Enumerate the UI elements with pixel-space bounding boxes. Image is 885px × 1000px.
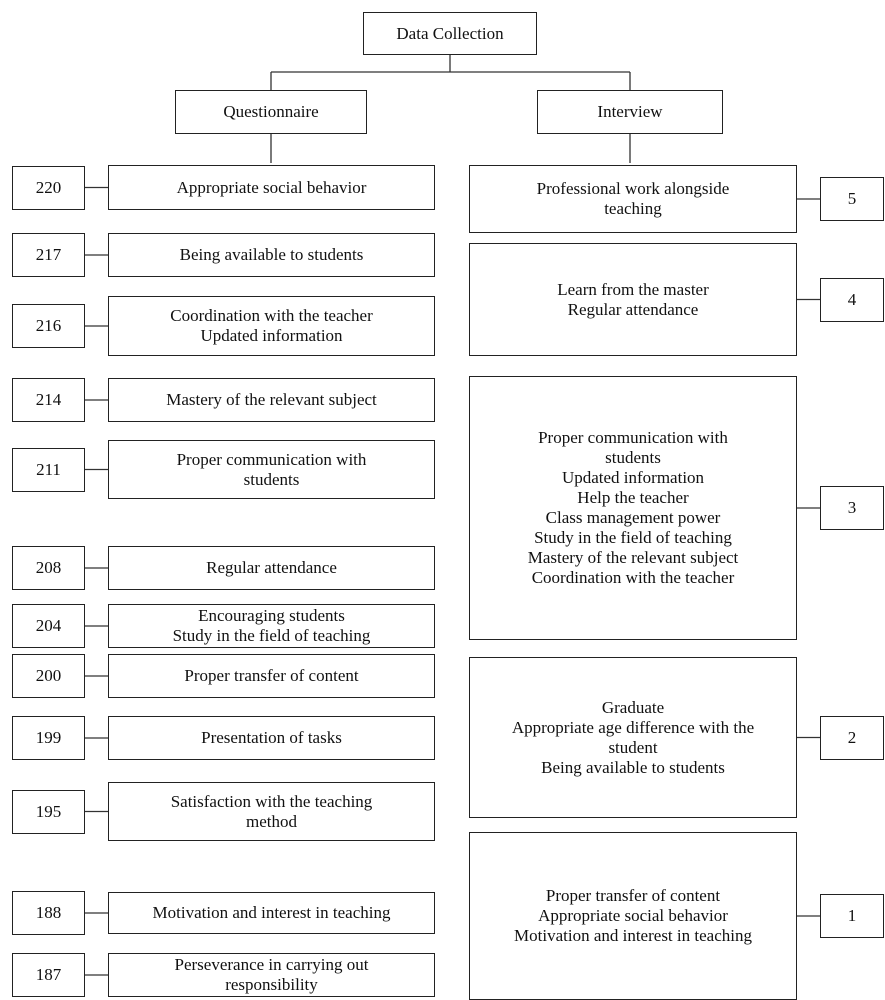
- interview-criteria-4: Graduate Appropriate age difference with…: [469, 657, 797, 818]
- interview-criteria-3: Proper communication with students Updat…: [469, 376, 797, 640]
- questionnaire-score-5: 211: [12, 447, 85, 492]
- questionnaire-score-12: 187: [12, 953, 85, 997]
- interview-criteria-2: Learn from the master Regular attendance: [469, 243, 797, 356]
- questionnaire-node: Questionnaire: [175, 90, 367, 134]
- questionnaire-score-6: 208: [12, 546, 85, 590]
- questionnaire-score-3: 216: [12, 304, 85, 348]
- questionnaire-score-1: 220: [12, 165, 85, 210]
- questionnaire-criterion-3: Coordination with the teacher Updated in…: [108, 296, 435, 356]
- questionnaire-criterion-4: Mastery of the relevant subject: [108, 378, 435, 422]
- questionnaire-criterion-2: Being available to students: [108, 233, 435, 277]
- data-collection-node: Data Collection: [363, 12, 537, 55]
- questionnaire-score-11: 188: [12, 891, 85, 935]
- interview-rank-5: 1: [820, 894, 884, 938]
- interview-node: Interview: [537, 90, 723, 134]
- interview-rank-3: 3: [820, 486, 884, 530]
- interview-criteria-1: Professional work alongside teaching: [469, 165, 797, 233]
- questionnaire-score-2: 217: [12, 233, 85, 277]
- questionnaire-score-10: 195: [12, 789, 85, 834]
- questionnaire-criterion-8: Proper transfer of content: [108, 654, 435, 698]
- interview-rank-2: 4: [820, 277, 884, 322]
- questionnaire-score-7: 204: [12, 604, 85, 648]
- questionnaire-score-8: 200: [12, 654, 85, 698]
- interview-criteria-5: Proper transfer of content Appropriate s…: [469, 832, 797, 1000]
- interview-rank-1: 5: [820, 177, 884, 221]
- questionnaire-criterion-1: Appropriate social behavior: [108, 165, 435, 210]
- questionnaire-criterion-7: Encouraging students Study in the field …: [108, 604, 435, 648]
- questionnaire-score-4: 214: [12, 378, 85, 422]
- interview-rank-4: 2: [820, 715, 884, 760]
- questionnaire-score-9: 199: [12, 716, 85, 760]
- questionnaire-criterion-6: Regular attendance: [108, 546, 435, 590]
- questionnaire-criterion-11: Motivation and interest in teaching: [108, 892, 435, 934]
- questionnaire-criterion-10: Satisfaction with the teaching method: [108, 782, 435, 841]
- questionnaire-criterion-9: Presentation of tasks: [108, 716, 435, 760]
- questionnaire-criterion-12: Perseverance in carrying out responsibil…: [108, 953, 435, 997]
- questionnaire-criterion-5: Proper communication with students: [108, 440, 435, 499]
